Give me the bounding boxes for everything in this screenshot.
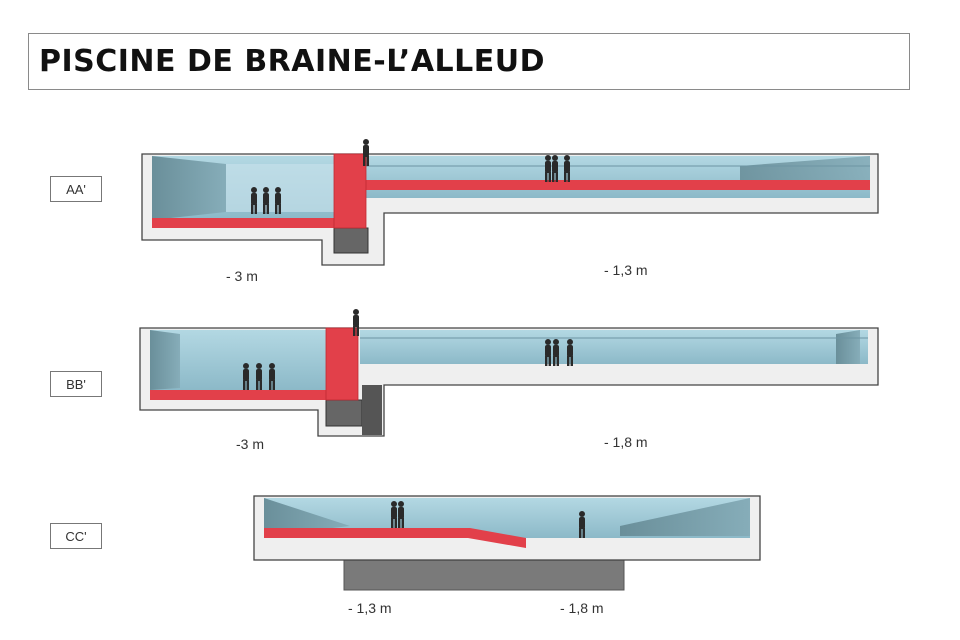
depth-label-bb-shallow: - 1,8 m [604,434,648,450]
depth-label-aa-deep: - 3 m [226,268,258,284]
section-bb-shallow-water [360,330,868,364]
depth-label-bb-deep: -3 m [236,436,264,452]
title-box: PISCINE DE BRAINE-L’ALLEUD [28,33,910,90]
section-aa-drawing [141,139,879,266]
section-tag-cc: CC' [50,523,102,549]
depth-label-aa-shallow: - 1,3 m [604,262,648,278]
section-bb-drawing [139,309,879,437]
depth-label-cc-right: - 1,8 m [560,600,604,616]
page-title: PISCINE DE BRAINE-L’ALLEUD [39,44,546,79]
section-cc-red-ramp [264,528,526,548]
section-cc-drawing [253,495,761,591]
section-bb-red-pillar [325,327,359,401]
section-bb-red-floor [150,390,330,400]
depth-label-cc-left: - 1,3 m [348,600,392,616]
section-tag-aa: AA' [50,176,102,202]
section-aa-red-floor [152,218,334,228]
section-tag-bb: BB' [50,371,102,397]
section-cc-foundation [343,559,625,591]
section-aa-red-pillar [333,153,367,229]
